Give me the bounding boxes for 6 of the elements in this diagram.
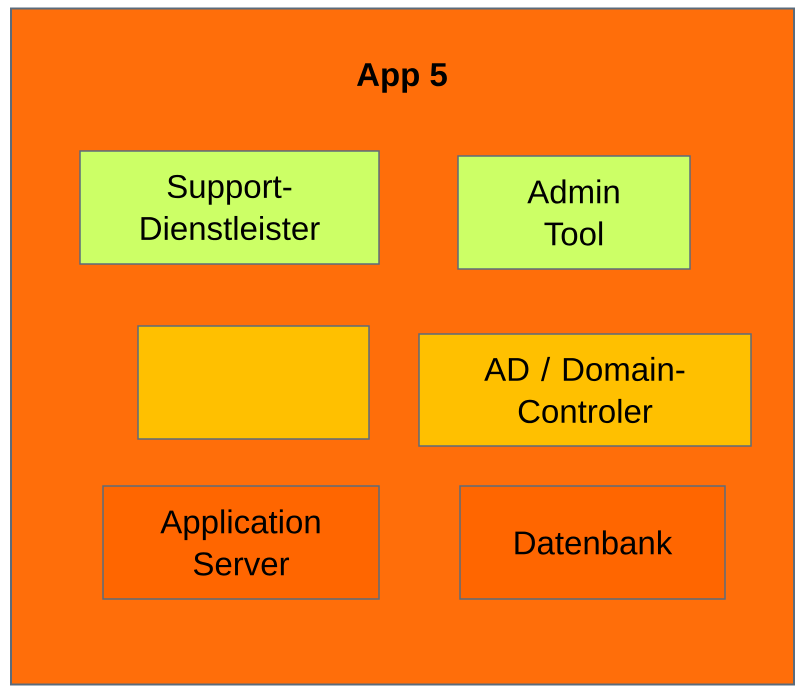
empty-box xyxy=(137,325,370,440)
text-box: AD / Domain-Controler xyxy=(418,333,752,447)
text-box: Application Server xyxy=(102,485,380,600)
text-box: Datenbank xyxy=(459,485,726,600)
text-box: Admin Tool xyxy=(457,155,691,270)
text-box: Support-Dienstleister xyxy=(79,150,380,265)
